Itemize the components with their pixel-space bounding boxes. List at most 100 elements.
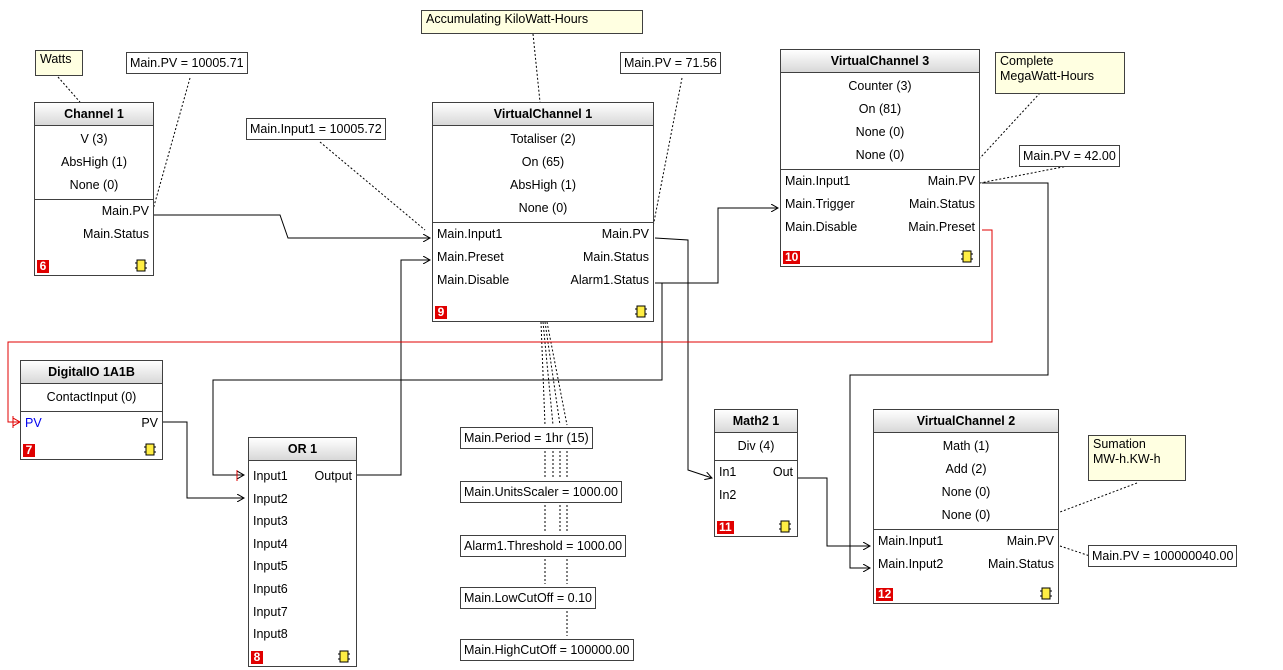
param-channel1-pv[interactable]: Main.PV = 10005.71	[126, 52, 248, 74]
port-out-main-pv[interactable]: Main.PV	[601, 227, 649, 241]
desc-line: Totaliser (2)	[510, 132, 576, 146]
port-in-input6[interactable]: Input6	[253, 581, 288, 596]
param-vc3-pv[interactable]: Main.PV = 42.00	[1019, 145, 1120, 167]
port-in-pv[interactable]: PV	[25, 416, 42, 430]
port-in-main-disable[interactable]: Main.Disable	[785, 220, 858, 234]
desc-line: V (3)	[80, 132, 108, 146]
block-ports: Main.Input1 Main.PV Main.Trigger Main.Stat…	[781, 170, 979, 239]
port-in-in2[interactable]: In2	[719, 488, 737, 502]
block-digitalio-1a1b[interactable]: DigitalIO 1A1B ContactInput (0) PV PV 7	[20, 360, 163, 460]
block-number-badge: 11	[717, 520, 734, 534]
block-virtualchannel-1[interactable]: VirtualChannel 1 Totaliser (2) On (65) A…	[432, 102, 654, 322]
chip-icon	[1040, 587, 1052, 600]
block-description: Totaliser (2) On (65) AbsHigh (1) None (…	[433, 126, 653, 223]
port-out-main-status[interactable]: Main.Status	[82, 227, 149, 241]
desc-line: ContactInput (0)	[46, 390, 137, 404]
chip-icon	[961, 250, 973, 263]
port-out-main-pv[interactable]: Main.PV	[927, 174, 975, 188]
block-title: VirtualChannel 3	[781, 50, 979, 73]
block-number-badge: 7	[23, 444, 35, 457]
block-number-badge: 6	[37, 260, 49, 273]
port-in-input2[interactable]: Input2	[253, 491, 288, 506]
desc-line: Math (1)	[942, 439, 990, 453]
block-description: V (3) AbsHigh (1) None (0)	[35, 126, 153, 200]
port-out-main-pv[interactable]: Main.PV	[101, 204, 149, 218]
block-title: Channel 1	[35, 103, 153, 126]
port-out-main-status[interactable]: Main.Status	[987, 557, 1054, 571]
note-accumulating-kwh: Accumulating KiloWatt-Hours	[421, 10, 643, 34]
block-title: Math2 1	[715, 410, 797, 433]
port-out-alarm1-status[interactable]: Alarm1.Status	[570, 273, 649, 287]
port-in-input5[interactable]: Input5	[253, 559, 288, 574]
block-title: OR 1	[249, 438, 356, 461]
block-virtualchannel-3[interactable]: VirtualChannel 3 Counter (3) On (81) Non…	[780, 49, 980, 267]
param-low-cutoff[interactable]: Main.LowCutOff = 0.10	[460, 587, 596, 609]
chip-icon	[338, 650, 350, 663]
desc-line: None (0)	[518, 201, 568, 215]
block-virtualchannel-2[interactable]: VirtualChannel 2 Math (1) Add (2) None (…	[873, 409, 1059, 604]
port-in-main-input1[interactable]: Main.Input1	[878, 534, 944, 548]
block-ports: Input1 Output Input2 Input3 Input4 Input5…	[249, 461, 356, 646]
port-in-main-trigger[interactable]: Main.Trigger	[785, 197, 855, 211]
block-description: Counter (3) On (81) None (0) None (0)	[781, 73, 979, 170]
chip-icon	[635, 305, 647, 318]
port-in-input4[interactable]: Input4	[253, 536, 288, 551]
desc-line: On (81)	[858, 102, 902, 116]
port-in-main-input1[interactable]: Main.Input1	[437, 227, 503, 241]
param-units-scaler[interactable]: Main.UnitsScaler = 1000.00	[460, 481, 622, 503]
block-description: Math (1) Add (2) None (0) None (0)	[874, 433, 1058, 530]
port-in-input1[interactable]: Input1	[253, 469, 288, 483]
chip-icon	[779, 520, 791, 533]
block-math2-1[interactable]: Math2 1 Div (4) In1 Out In2 11	[714, 409, 798, 537]
param-vc1-input1[interactable]: Main.Input1 = 10005.72	[246, 118, 386, 140]
block-title: DigitalIO 1A1B	[21, 361, 162, 384]
port-in-main-preset[interactable]: Main.Preset	[437, 250, 504, 264]
desc-line: None (0)	[941, 485, 991, 499]
note-complete-mwh: Complete MegaWatt-Hours	[995, 52, 1125, 94]
chip-icon	[144, 443, 156, 456]
desc-line: Add (2)	[945, 462, 987, 476]
port-in-input8[interactable]: Input8	[253, 627, 288, 642]
desc-line: None (0)	[855, 148, 905, 162]
block-number-badge: 10	[783, 250, 801, 264]
port-in-in1[interactable]: In1	[719, 465, 737, 479]
port-in-input3[interactable]: Input3	[253, 514, 288, 529]
desc-line: None (0)	[855, 125, 905, 139]
block-channel-1[interactable]: Channel 1 V (3) AbsHigh (1) None (0) Mai…	[34, 102, 154, 276]
desc-line: On (65)	[521, 155, 565, 169]
block-ports: Main.Input1 Main.PV Main.Input2 Main.Statu…	[874, 530, 1058, 576]
block-ports: Main.Input1 Main.PV Main.Preset Main.Statu…	[433, 223, 653, 292]
block-number-badge: 8	[251, 651, 263, 664]
desc-line: Div (4)	[737, 439, 775, 453]
param-alarm1-threshold[interactable]: Alarm1.Threshold = 1000.00	[460, 535, 627, 557]
desc-line: None (0)	[941, 508, 991, 522]
port-out-main-status[interactable]: Main.Status	[582, 250, 649, 264]
port-out-main-preset[interactable]: Main.Preset	[908, 220, 975, 234]
param-vc1-pv[interactable]: Main.PV = 71.56	[620, 52, 721, 74]
port-in-input7[interactable]: Input7	[253, 604, 288, 619]
port-out-output[interactable]: Output	[314, 469, 352, 483]
port-in-main-input1[interactable]: Main.Input1	[785, 174, 851, 188]
note-summation: Sumation MW-h.KW-h	[1088, 435, 1186, 481]
port-out-pv[interactable]: PV	[141, 416, 158, 430]
port-in-main-input2[interactable]: Main.Input2	[878, 557, 944, 571]
block-ports: PV PV	[21, 412, 162, 435]
param-vc2-pv[interactable]: Main.PV = 100000040.00	[1088, 545, 1238, 567]
desc-line: AbsHigh (1)	[510, 178, 576, 192]
block-title: VirtualChannel 1	[433, 103, 653, 126]
desc-line: Counter (3)	[848, 79, 912, 93]
param-main-period[interactable]: Main.Period = 1hr (15)	[460, 427, 593, 449]
block-number-badge: 9	[435, 306, 447, 319]
desc-line: None (0)	[69, 178, 119, 192]
port-out-out[interactable]: Out	[772, 465, 793, 479]
block-ports: In1 Out In2	[715, 461, 797, 507]
param-high-cutoff[interactable]: Main.HighCutOff = 100000.00	[460, 639, 634, 661]
port-out-main-pv[interactable]: Main.PV	[1006, 534, 1054, 548]
block-or-1[interactable]: OR 1 Input1 Output Input2 Input3 Input4 I…	[248, 437, 357, 667]
desc-line: AbsHigh (1)	[61, 155, 127, 169]
note-watts: Watts	[35, 50, 83, 76]
port-out-main-status[interactable]: Main.Status	[908, 197, 975, 211]
block-number-badge: 12	[876, 587, 894, 601]
port-in-main-disable[interactable]: Main.Disable	[437, 273, 510, 287]
